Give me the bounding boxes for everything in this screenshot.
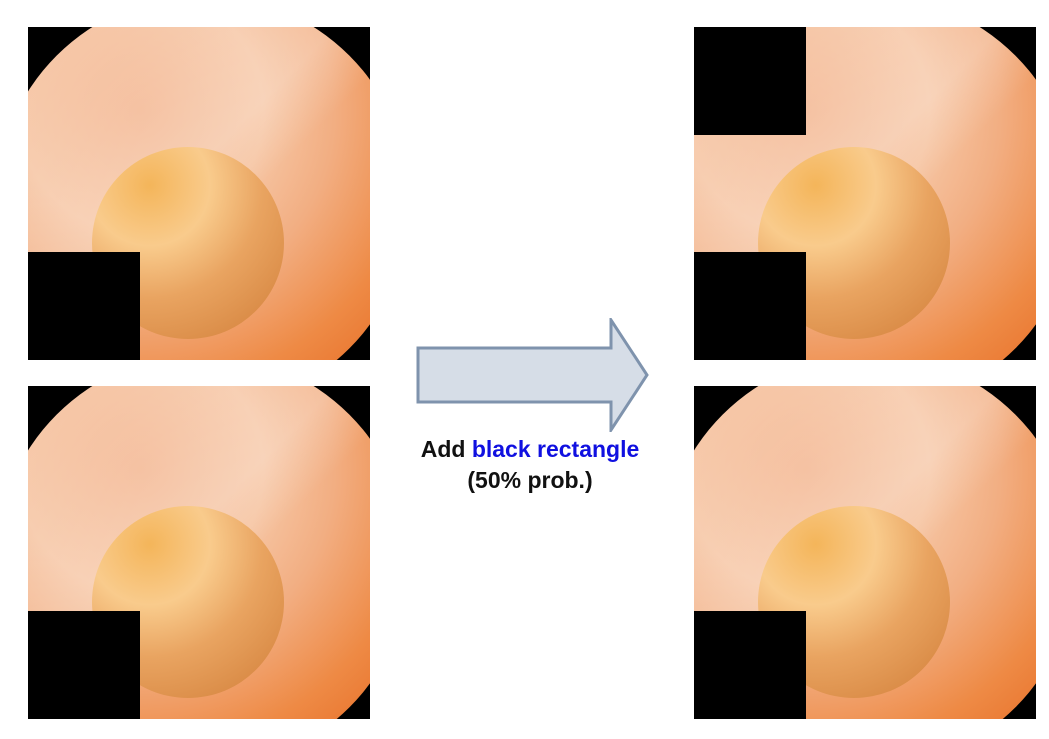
right-arrow-icon — [416, 314, 650, 436]
black-rectangle-mask — [694, 252, 806, 360]
caption-highlight: black rectangle — [471, 436, 640, 462]
black-rectangle-added — [694, 27, 806, 135]
transform-caption: Add black rectangle (50% prob.) — [380, 434, 680, 496]
output-tile-top — [694, 27, 1036, 360]
input-tile-top — [28, 27, 370, 360]
caption-probability: (50% prob.) — [467, 467, 593, 493]
black-rectangle-mask — [694, 611, 806, 719]
input-tile-bottom — [28, 386, 370, 719]
black-rectangle-mask — [28, 252, 140, 360]
black-rectangle-mask — [28, 611, 140, 719]
output-tile-bottom — [694, 386, 1036, 719]
caption-prefix: Add — [420, 436, 466, 462]
caption-line-1: Add black rectangle — [380, 434, 680, 465]
